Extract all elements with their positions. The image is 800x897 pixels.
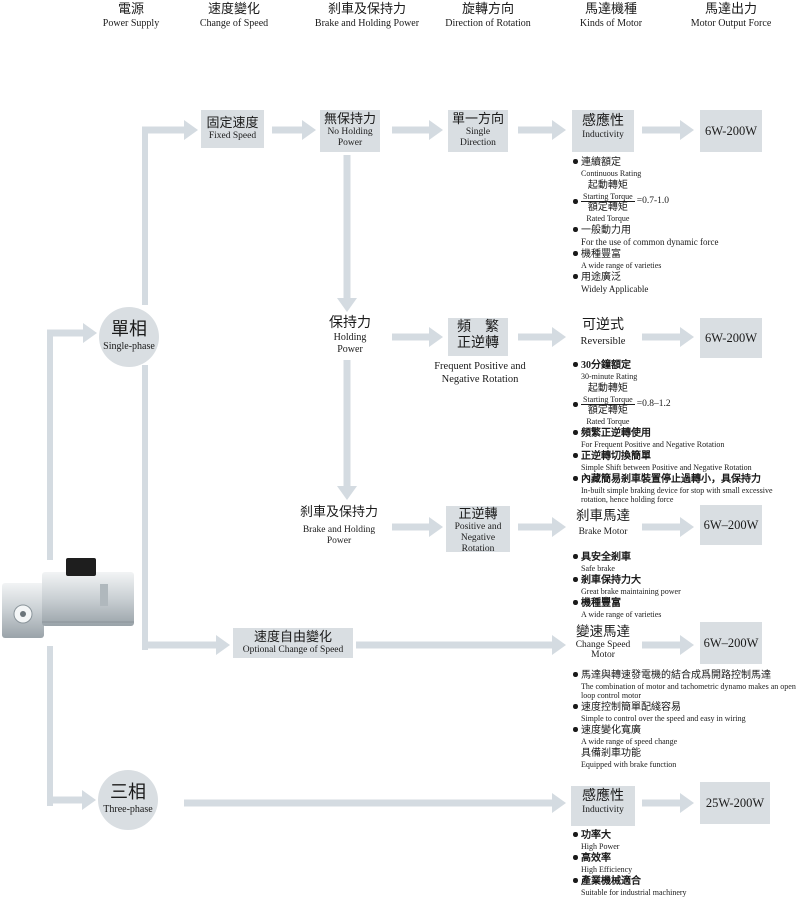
output-speed: 6W–200W [700, 622, 762, 664]
flow-line [47, 646, 53, 806]
flow-arrow [272, 120, 316, 140]
output-brake: 6W–200W [700, 505, 762, 545]
flow-arrow [47, 790, 96, 810]
flow-arrow [392, 517, 443, 537]
gear-motor-image [2, 558, 134, 638]
flow-arrow [518, 120, 566, 140]
frequent-rotation-node: 頻 繁正逆轉 [448, 318, 508, 356]
flow-arrow [337, 155, 357, 312]
output-reversible: 6W-200W [700, 318, 762, 358]
flow-arrow [518, 327, 566, 347]
flow-line [142, 365, 148, 650]
flow-arrow [392, 327, 443, 347]
output-induction: 6W-200W [700, 110, 762, 152]
output-induction3: 25W-200W [700, 782, 770, 824]
flow-arrow [642, 635, 694, 655]
flow-arrow [642, 793, 694, 813]
flow-line [47, 330, 53, 560]
flow-arrow [392, 120, 443, 140]
flow-arrow [142, 120, 198, 140]
flow-arrow [142, 635, 230, 655]
flow-arrow [337, 360, 357, 500]
flow-arrow [642, 327, 694, 347]
flow-arrow [356, 635, 566, 655]
flow-arrow [47, 323, 97, 343]
flow-arrow [184, 793, 566, 813]
flow-arrow [642, 517, 694, 537]
flow-arrow [642, 120, 694, 140]
flow-arrow [518, 517, 566, 537]
flow-line [142, 130, 148, 305]
